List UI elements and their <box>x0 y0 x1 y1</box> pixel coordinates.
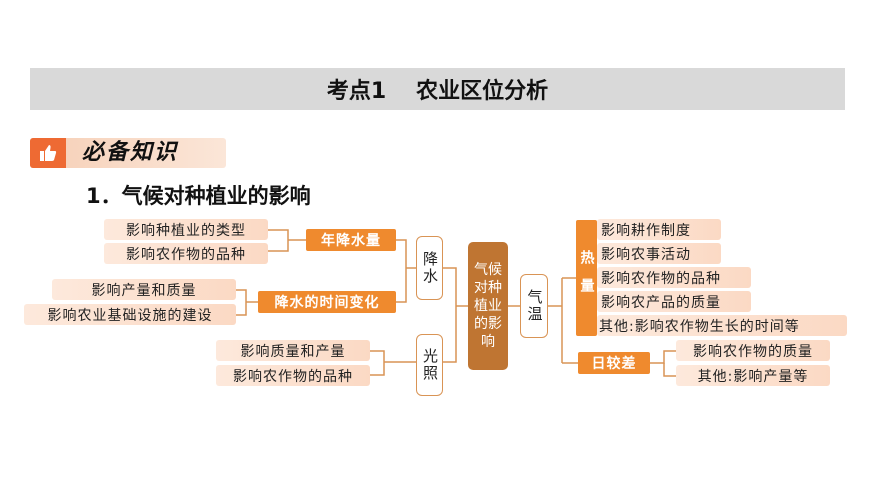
center-node: 气候对种植业的影响 <box>468 242 508 370</box>
leaf-farming-activities: 影响农事活动 <box>597 243 721 264</box>
node-heat: 热量 <box>576 220 597 336</box>
leaf-crop-quality: 影响农作物的质量 <box>676 340 830 361</box>
node-temperature-label: 气温 <box>525 289 544 323</box>
thumbs-up-icon <box>30 138 66 168</box>
node-precipitation-label: 降水 <box>421 251 439 285</box>
leaf-light-quality-yield: 影响质量和产量 <box>216 340 370 361</box>
section-tag-label: 必备知识 <box>82 140 179 165</box>
leaf-planting-type: 影响种植业的类型 <box>104 219 268 240</box>
page-title: 农业区位分析 <box>416 79 549 104</box>
leaf-product-quality: 影响农产品的质量 <box>597 291 751 312</box>
node-precip-timing: 降水的时间变化 <box>258 291 396 313</box>
node-precipitation: 降水 <box>416 236 443 300</box>
node-annual-precipitation: 年降水量 <box>306 229 396 251</box>
leaf-yield-quality: 影响产量和质量 <box>52 279 236 300</box>
node-temperature: 气温 <box>520 274 548 338</box>
leaf-heat-crop-variety: 影响农作物的品种 <box>597 267 751 288</box>
leaf-infrastructure: 影响农业基础设施的建设 <box>24 304 236 325</box>
title-number: 考点1 <box>326 79 387 104</box>
leaf-light-crop-variety: 影响农作物的品种 <box>216 365 370 386</box>
page-title-bar: 考点1 农业区位分析 <box>30 68 845 110</box>
section-heading: 1．气候对种植业的影响 <box>86 184 311 208</box>
leaf-farming-system: 影响耕作制度 <box>597 219 721 240</box>
node-diurnal-range: 日较差 <box>578 352 650 374</box>
node-heat-label: 热量 <box>578 250 595 306</box>
leaf-other-yield: 其他:影响产量等 <box>676 365 830 386</box>
leaf-crop-variety: 影响农作物的品种 <box>104 243 268 264</box>
leaf-growth-time: 其他:影响农作物生长的时间等 <box>597 315 847 336</box>
node-light-label: 光照 <box>421 348 439 382</box>
node-light: 光照 <box>416 334 443 396</box>
center-label: 气候对种植业的影响 <box>474 262 502 350</box>
